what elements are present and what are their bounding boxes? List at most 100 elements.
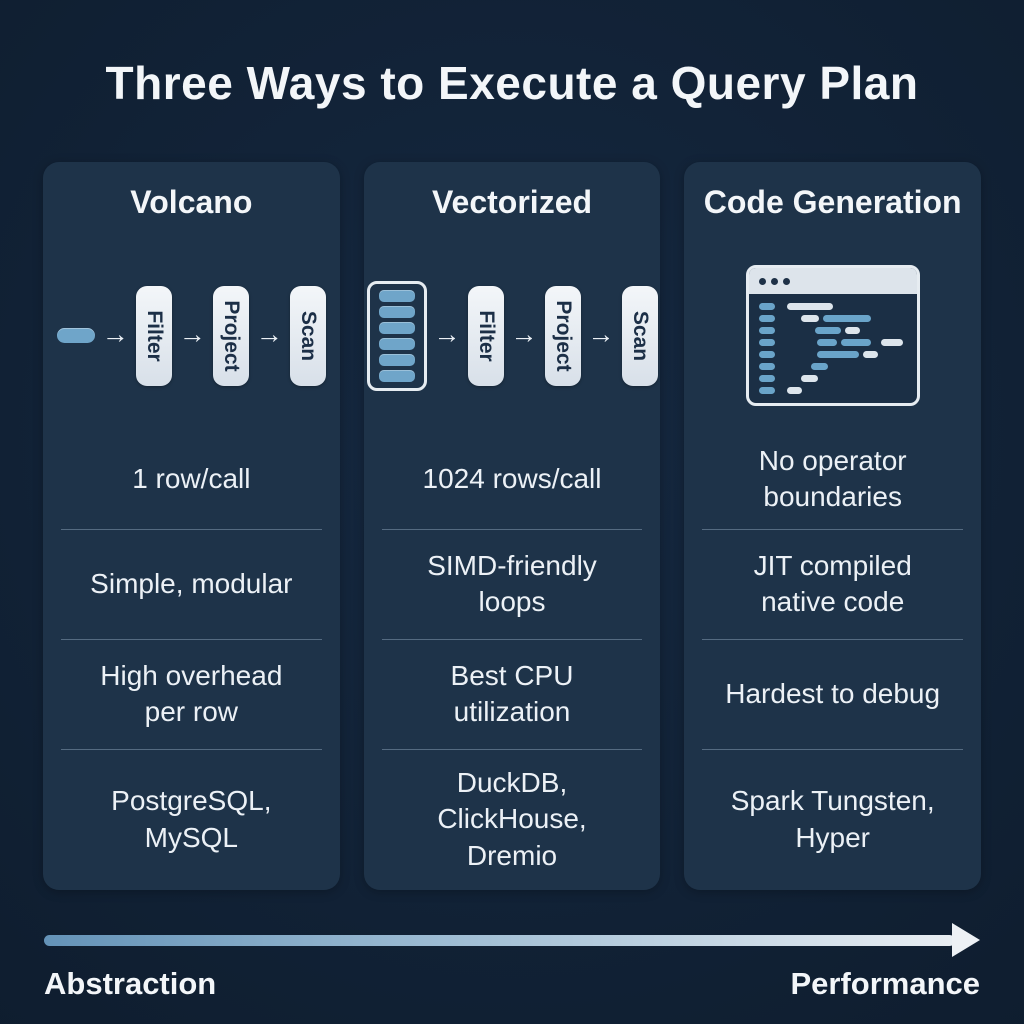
feature-text: 1024 rows/call [422,462,602,494]
codegen-header: Code Generation [703,183,962,220]
operator-label: Project [219,299,243,372]
operator-box-scan: Scan [289,285,326,386]
arrow-right-icon: → [433,319,461,349]
line-number-tick [758,351,775,358]
code-line [758,339,907,346]
code-token-bar [800,375,818,382]
vectorized-header: Vectorized [431,183,593,220]
feature-text: No operator boundaries [758,444,907,512]
vectorized-pipeline-diagram: → Filter → Project → Scan [364,242,661,429]
code-window-body [749,294,917,403]
feature-text: High overhead per row [100,659,283,727]
arrow-right-icon: → [178,319,206,349]
feature-row-throughput: No operator boundaries [684,429,981,529]
line-number-tick [758,327,775,334]
line-number-tick [758,303,775,310]
code-token-bar [810,363,828,370]
arrow-shaft [44,934,955,946]
codegen-card: Code Generation No operator boundaries J… [684,162,982,890]
volcano-header: Volcano [130,183,253,220]
feature-row-pro: JIT compiled native code [684,529,981,639]
feature-row-examples: DuckDB, ClickHouse, Dremio [364,749,661,890]
arrow-right-icon: → [101,319,129,349]
code-token-bar [862,351,878,358]
volcano-pipeline-diagram: → Filter → Project → Scan [43,242,340,429]
feature-row-con: Hardest to debug [684,639,981,749]
line-number-tick [758,375,775,382]
code-line [758,363,907,370]
row-batch-icon [366,280,427,391]
operator-box-project: Project [544,285,581,386]
arrow-head [952,923,980,957]
line-number-tick [758,387,775,394]
volcano-card: Volcano → Filter → Project → Scan 1 row/… [43,162,340,890]
code-token-bar [786,387,802,394]
code-token-bar [840,339,871,346]
feature-text: SIMD-friendly loops [427,549,597,617]
feature-row-con: High overhead per row [43,639,340,749]
feature-row-con: Best CPU utilization [364,639,661,749]
arrow-right-icon: → [510,319,538,349]
code-line [758,315,907,322]
operator-label: Scan [296,310,320,361]
operator-label: Scan [628,310,652,361]
feature-row-pro: SIMD-friendly loops [364,529,661,639]
feature-text: Simple, modular [90,567,293,599]
columns-container: Volcano → Filter → Project → Scan 1 row/… [43,162,982,890]
feature-row-examples: PostgreSQL, MySQL [43,749,340,890]
code-line [758,351,907,358]
operator-box-project: Project [212,285,249,386]
feature-text: 1 row/call [132,462,251,494]
feature-row-throughput: 1024 rows/call [364,429,661,529]
tradeoff-axis: Abstraction Performance [44,922,980,1002]
operator-label: Filter [142,309,166,362]
operator-box-filter: Filter [135,285,172,386]
feature-text: JIT compiled native code [753,549,912,617]
code-token-bar [816,339,837,346]
batch-row-cell [378,353,415,366]
code-line [758,327,907,334]
batch-row-cell [378,305,415,318]
axis-label-abstraction: Abstraction [44,966,217,1001]
feature-text: PostgreSQL, MySQL [111,785,272,853]
batch-row-cell [378,289,415,302]
feature-text: Spark Tungsten, Hyper [730,785,935,853]
code-window-icon [745,265,920,406]
feature-text: Hardest to debug [725,677,941,709]
code-line [758,387,907,394]
code-token-bar [814,327,841,334]
window-dot-icon [758,277,766,285]
operator-label: Project [551,299,575,372]
code-token-bar [800,315,819,322]
code-line [758,375,907,382]
arrow-right-icon: → [255,319,283,349]
line-number-tick [758,363,775,370]
line-number-tick [758,339,775,346]
vectorized-card: Vectorized → Filter → Project → Scan 102… [363,162,661,890]
page-title: Three Ways to Execute a Query Plan [105,57,919,109]
feature-text: DuckDB, ClickHouse, Dremio [437,766,587,871]
code-token-bar [844,327,860,334]
feature-text: Best CPU utilization [450,659,574,727]
code-token-bar [786,303,833,310]
feature-row-pro: Simple, modular [43,529,340,639]
arrow-right-icon: → [587,319,615,349]
line-number-tick [758,315,775,322]
single-row-icon [56,328,95,343]
window-dot-icon [770,277,778,285]
window-dot-icon [782,277,790,285]
feature-row-examples: Spark Tungsten, Hyper [684,749,981,890]
operator-label: Filter [474,309,498,362]
operator-box-scan: Scan [621,285,658,386]
gradient-arrow-icon [44,922,980,958]
batch-row-cell [378,369,415,382]
code-token-bar [816,351,859,358]
code-token-bar [880,339,903,346]
code-token-bar [822,315,871,322]
axis-label-performance: Performance [790,966,980,1001]
batch-row-cell [378,337,415,350]
batch-row-cell [378,321,415,334]
code-line [758,303,907,310]
feature-row-throughput: 1 row/call [43,429,340,529]
